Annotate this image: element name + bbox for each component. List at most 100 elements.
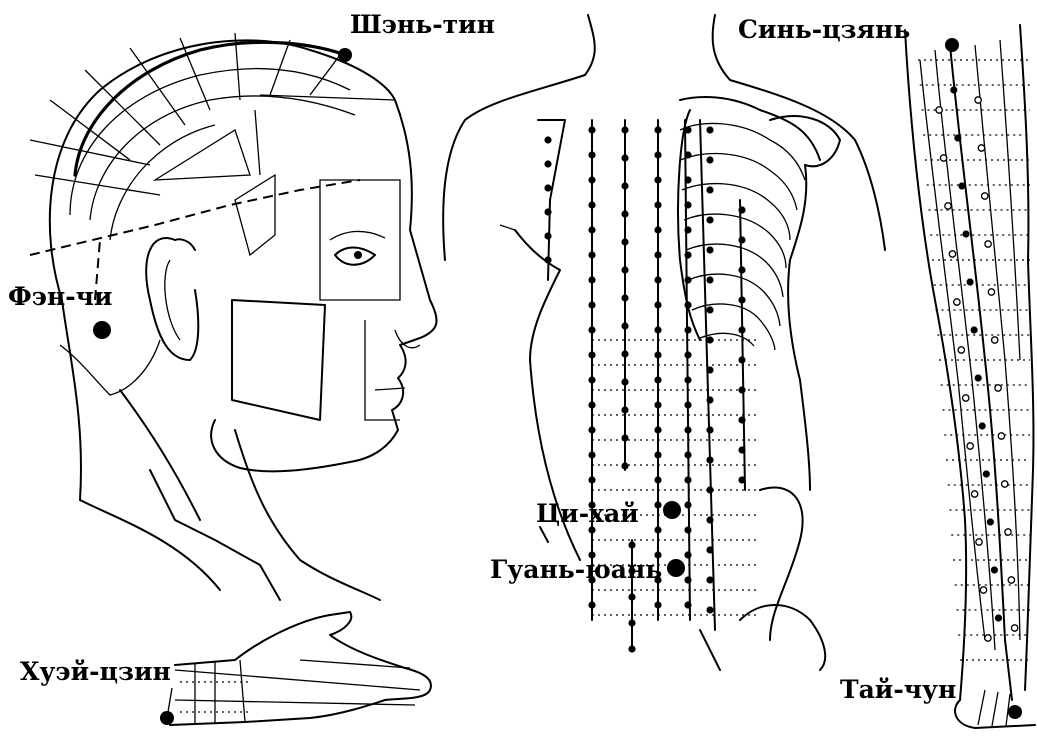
label-sin-tszyan: Синь-цзянь <box>738 15 910 44</box>
acupoint <box>738 416 745 423</box>
leg-grid <box>918 60 1030 660</box>
acupoint <box>995 385 1001 391</box>
acupoint <box>706 456 713 463</box>
acupoint <box>958 347 964 353</box>
acupoint <box>588 201 595 208</box>
acupoint <box>706 486 713 493</box>
acupoint <box>684 551 691 558</box>
acupoint <box>654 126 661 133</box>
acupoint <box>654 251 661 258</box>
acupoint <box>738 206 745 213</box>
acupoint <box>621 294 628 301</box>
acupoint <box>588 276 595 283</box>
acupoint <box>967 443 973 449</box>
acupoint <box>706 576 713 583</box>
acupoint <box>588 301 595 308</box>
acupoint <box>985 635 991 641</box>
acupoint <box>945 203 951 209</box>
acupoint <box>684 451 691 458</box>
acupoint <box>1005 529 1011 535</box>
shen-ting-point <box>338 48 352 62</box>
acupoint <box>738 386 745 393</box>
acupoint <box>706 426 713 433</box>
acupoint <box>983 470 990 477</box>
guan-yuan-point <box>667 559 685 577</box>
acupoint <box>949 251 955 257</box>
acupoint <box>975 97 981 103</box>
acupoint <box>738 296 745 303</box>
acupoint <box>544 232 551 239</box>
acupoint <box>706 186 713 193</box>
acupoint <box>621 406 628 413</box>
acupoint <box>966 278 973 285</box>
acupoint <box>654 476 661 483</box>
acupoint <box>654 226 661 233</box>
acupoint <box>654 151 661 158</box>
acupoint <box>621 210 628 217</box>
acupoint <box>588 376 595 383</box>
acupoint <box>621 266 628 273</box>
acupoint <box>621 238 628 245</box>
acupoint <box>706 306 713 313</box>
acupoint <box>588 251 595 258</box>
acupoint <box>706 366 713 373</box>
acupoint <box>654 326 661 333</box>
acupoint <box>654 201 661 208</box>
acupoint <box>544 136 551 143</box>
label-shen-ting: Шэнь-тин <box>350 10 495 39</box>
acupoint <box>706 546 713 553</box>
tsi-hai-point <box>663 501 681 519</box>
acupoint <box>621 154 628 161</box>
acupoint <box>684 601 691 608</box>
acupoint <box>954 299 960 305</box>
acupoint <box>980 587 986 593</box>
acupoint <box>684 401 691 408</box>
acupoint <box>628 645 635 652</box>
acupoint <box>706 606 713 613</box>
acupoint <box>684 501 691 508</box>
fen-chi-point <box>93 321 111 339</box>
acupoint <box>706 156 713 163</box>
acupoint <box>963 395 969 401</box>
acupoint <box>738 446 745 453</box>
acupoint <box>654 526 661 533</box>
acupoint <box>1011 625 1017 631</box>
acupoint <box>654 401 661 408</box>
acupoint <box>621 462 628 469</box>
label-tsi-hai: Ци-хай <box>536 499 639 528</box>
acupoint <box>706 216 713 223</box>
acupoint <box>684 126 691 133</box>
acupoint <box>684 176 691 183</box>
acupoint <box>992 337 998 343</box>
acupoint <box>654 501 661 508</box>
leg-figure <box>905 25 1035 728</box>
label-tai-chun: Тай-чун <box>840 675 956 704</box>
acupoint <box>975 374 982 381</box>
acupoint <box>950 86 957 93</box>
sin-tszyan-point <box>945 38 959 52</box>
acupoint <box>738 356 745 363</box>
acupoint <box>954 134 961 141</box>
acupoint <box>628 593 635 600</box>
acupoint <box>1002 481 1008 487</box>
acupoint <box>684 426 691 433</box>
acupoint <box>738 326 745 333</box>
acupoint <box>684 201 691 208</box>
acupoint <box>982 193 988 199</box>
acupoint <box>654 276 661 283</box>
acupoint <box>654 301 661 308</box>
acupoint <box>684 276 691 283</box>
acupoint <box>940 155 946 161</box>
acupoint <box>706 126 713 133</box>
acupoint <box>958 182 965 189</box>
acupoint <box>588 226 595 233</box>
acupoint <box>588 326 595 333</box>
acupoint <box>588 401 595 408</box>
acupoint <box>684 351 691 358</box>
acupoint <box>978 145 984 151</box>
acupoint <box>738 236 745 243</box>
acupoint <box>684 301 691 308</box>
hand-figure <box>160 612 431 725</box>
acupoint <box>706 276 713 283</box>
